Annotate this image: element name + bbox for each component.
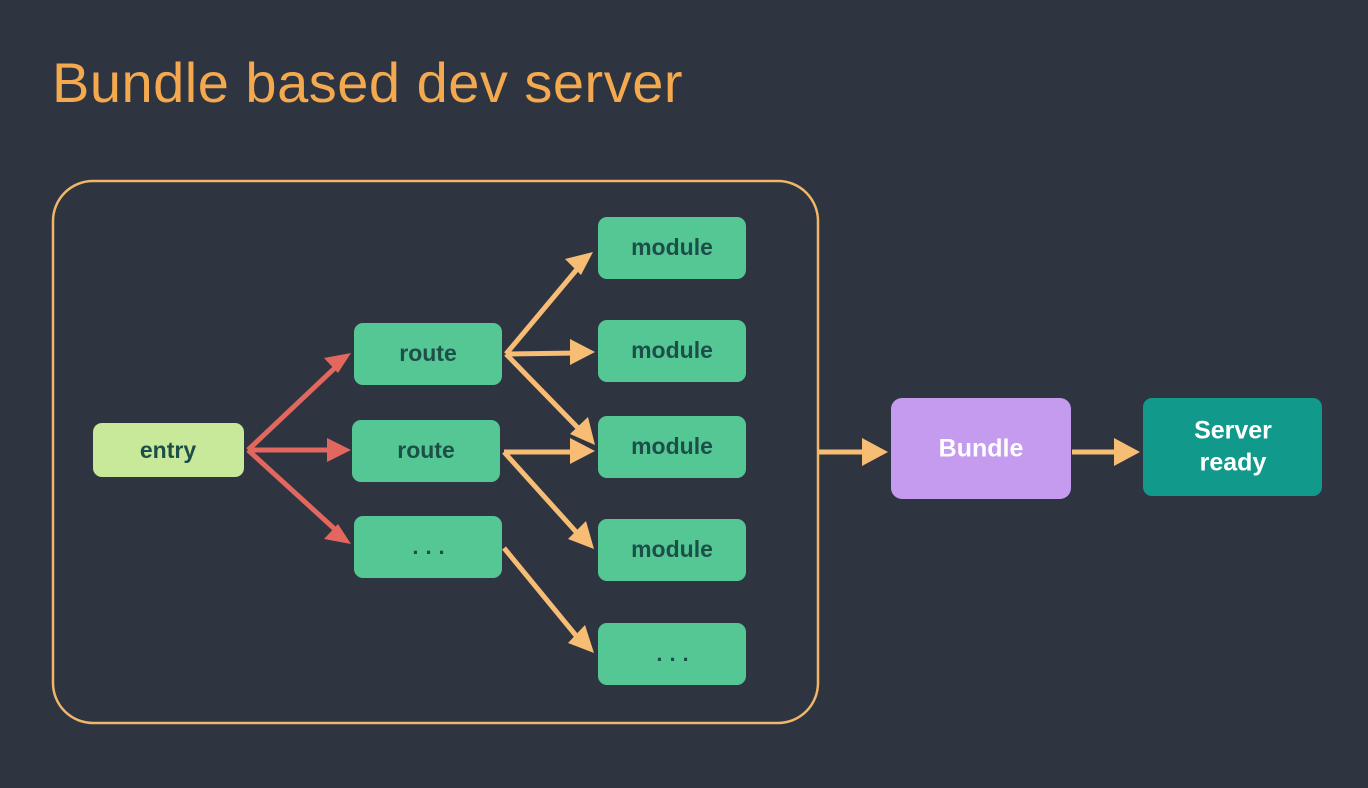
node-module-2-label: module [631,337,713,363]
module-graph-container [51,179,820,725]
page-title: Bundle based dev server [52,51,683,114]
edge-route-2-to-module-4 [502,450,594,549]
node-module-ellipsis-label: ... [656,641,695,666]
node-entry-label: entry [140,437,196,463]
node-module-4-label: module [631,536,713,562]
edge-container-to-bundle [819,438,888,466]
edge-route-dots-to-module-dots [502,546,594,653]
node-route-ellipsis[interactable]: ... [354,516,502,578]
node-module-1-label: module [631,234,713,260]
node-module-3-label: module [631,433,713,459]
node-module-2[interactable]: module [598,320,746,382]
node-route-2[interactable]: route [352,420,500,482]
node-bundle-label: Bundle [939,435,1024,463]
edge-entry-to-route-2 [248,438,351,462]
node-module-1[interactable]: module [598,217,746,279]
edge-route-1-to-module-1 [504,252,593,356]
edge-bundle-to-server [1072,438,1140,466]
node-module-4[interactable]: module [598,519,746,581]
node-route-1[interactable]: route [354,323,502,385]
node-server-ready[interactable]: Server ready [1143,398,1322,496]
node-route-ellipsis-label: ... [412,534,451,559]
node-route-2-label: route [397,437,455,463]
node-bundle[interactable]: Bundle [891,398,1071,499]
node-entry[interactable]: entry [93,423,244,477]
edge-entry-to-route-dots [246,448,351,544]
edge-route-2-to-module-3 [504,438,595,464]
edge-route-1-to-module-2 [505,339,595,365]
node-module-ellipsis[interactable]: ... [598,623,746,685]
edge-entry-to-route-1 [246,353,351,452]
edge-route-1-to-module-3 [504,352,595,445]
node-route-1-label: route [399,340,457,366]
node-server-ready-label-line1: Server [1194,417,1272,445]
node-server-ready-label-line2: ready [1200,449,1267,477]
node-module-3[interactable]: module [598,416,746,478]
